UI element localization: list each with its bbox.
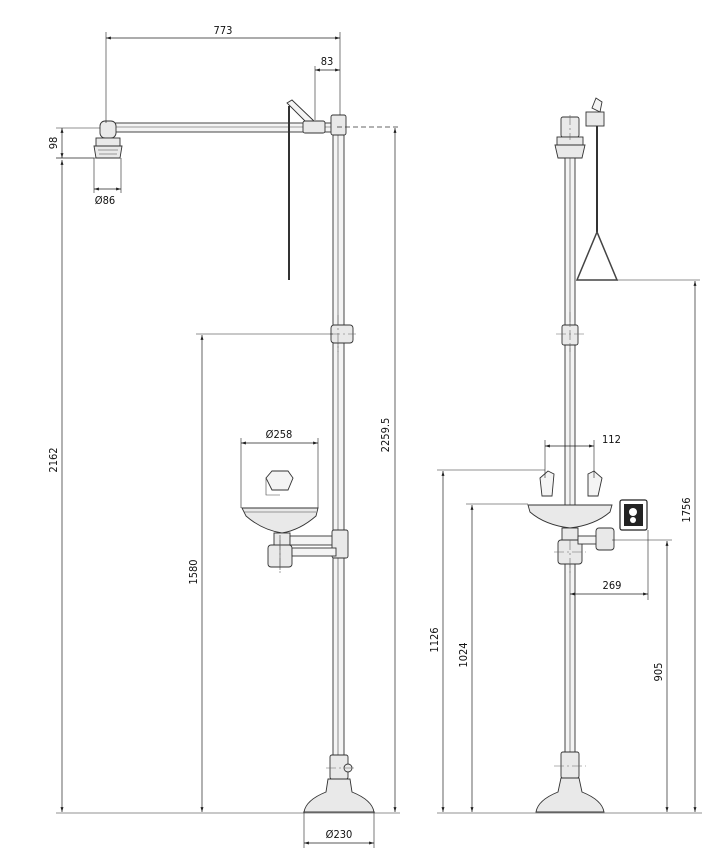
shower-head	[93, 120, 123, 159]
side-eyewash-bowl	[527, 470, 613, 565]
side-dimensions: 112 1756 269 1126 1024 905	[428, 279, 702, 814]
vertical-pipe	[332, 114, 345, 758]
dim-handle-height: 1756	[680, 497, 693, 522]
side-floor-base	[535, 777, 605, 813]
eyewash-sign	[619, 499, 648, 531]
dim-overall-height: 2162	[47, 447, 60, 472]
dim-pull-offset: 83	[321, 55, 334, 68]
dim-side-bowl-height: 1126	[428, 627, 441, 652]
floor-base	[303, 778, 375, 813]
dim-nozzle-spacing: 112	[602, 433, 621, 446]
dim-eyewash-height: 1580	[187, 559, 200, 584]
front-dimensions: 773 83 98 Ø86 2162 2259.5 Ø258 1580	[47, 24, 400, 848]
front-view	[93, 99, 400, 813]
dim-sign-offset: 269	[603, 579, 622, 592]
dim-valve-height: 905	[652, 663, 665, 682]
dim-bowl-diameter: Ø258	[266, 428, 293, 441]
dim-bowl-rim-height: 1024	[457, 642, 470, 667]
dim-base-diameter: Ø230	[326, 828, 353, 841]
dim-head-height: 98	[47, 137, 60, 150]
dim-total-height: 2259.5	[379, 418, 392, 453]
dim-head-diameter: Ø86	[95, 194, 115, 207]
pull-triangle-handle	[575, 97, 619, 281]
side-view	[527, 97, 648, 813]
pull-handle	[286, 99, 326, 280]
dim-arm-length: 773	[214, 24, 233, 37]
